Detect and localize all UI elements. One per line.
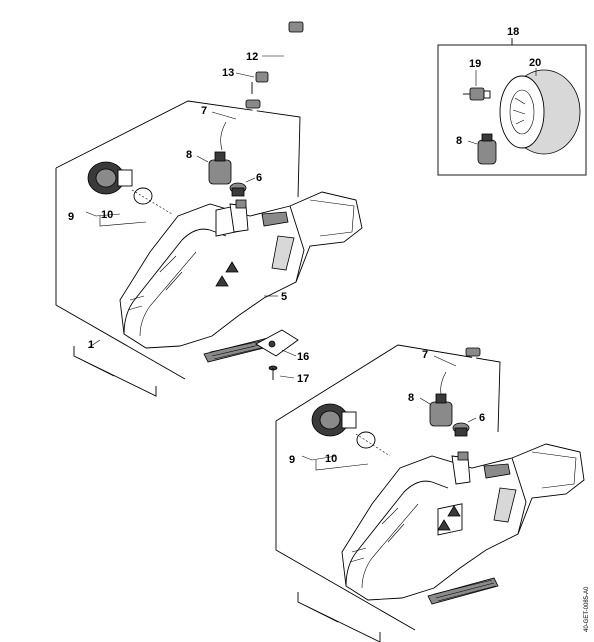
leader-9-10-upper [85, 211, 147, 227]
callout-5: 5 [281, 291, 287, 303]
callout-19: 19 [469, 58, 481, 70]
part-8-fuel-filter-lower [419, 393, 453, 427]
callout-8-upper: 8 [186, 149, 192, 161]
upper-assembly-boundary [55, 100, 301, 380]
callout-16: 16 [297, 351, 309, 363]
part-7-hose-upper [211, 99, 261, 151]
part-10-o-ring-lower [356, 431, 376, 449]
leader-9-10-lower [301, 455, 369, 471]
callout-8-lower: 8 [408, 392, 414, 404]
part-17-screw [268, 365, 295, 380]
part-16-plate [255, 329, 299, 357]
callout-6-lower: 6 [479, 412, 485, 424]
part-20-air-filter [499, 68, 581, 155]
callout-7-upper: 7 [201, 105, 207, 117]
callout-10-upper: 10 [101, 209, 113, 221]
part-8-fuel-filter-upper [196, 151, 232, 185]
callout-20: 20 [529, 57, 541, 69]
callout-8-inset: 8 [456, 135, 462, 147]
part-6-grommet-upper [229, 177, 256, 197]
part-7-hose-lower [433, 347, 481, 399]
callout-12: 12 [246, 51, 258, 63]
part-10-o-ring-upper [133, 187, 153, 205]
part-13-elbow-fitting [235, 71, 269, 94]
part-9-filler-cap-upper [87, 161, 173, 215]
inset-box-18 [437, 38, 587, 176]
part-8-fuel-filter-inset [467, 133, 497, 165]
part-19-fitting [463, 70, 491, 101]
bracket-1 [73, 346, 157, 397]
part-9-filler-cap-lower [311, 403, 391, 457]
bracket-lower [297, 592, 381, 642]
callout-1: 1 [88, 339, 94, 351]
callout-13: 13 [222, 67, 234, 79]
part-6-grommet-lower [452, 417, 477, 437]
callout-6-upper: 6 [256, 172, 262, 184]
boot-pad-lower [427, 577, 499, 605]
callout-9-lower: 9 [289, 454, 295, 466]
part-12-fuel-hose [262, 21, 304, 80]
callout-9-upper: 9 [68, 211, 74, 223]
callout-18: 18 [507, 26, 519, 38]
callout-17: 17 [297, 373, 309, 385]
callout-10-lower: 10 [325, 453, 337, 465]
upper-tank-housing [119, 191, 363, 349]
callout-7-lower: 7 [422, 349, 428, 361]
lower-tank-housing [341, 443, 585, 601]
reference-code: 40-GET-0085-A0 [584, 586, 590, 632]
lower-assembly-boundary [275, 344, 501, 631]
